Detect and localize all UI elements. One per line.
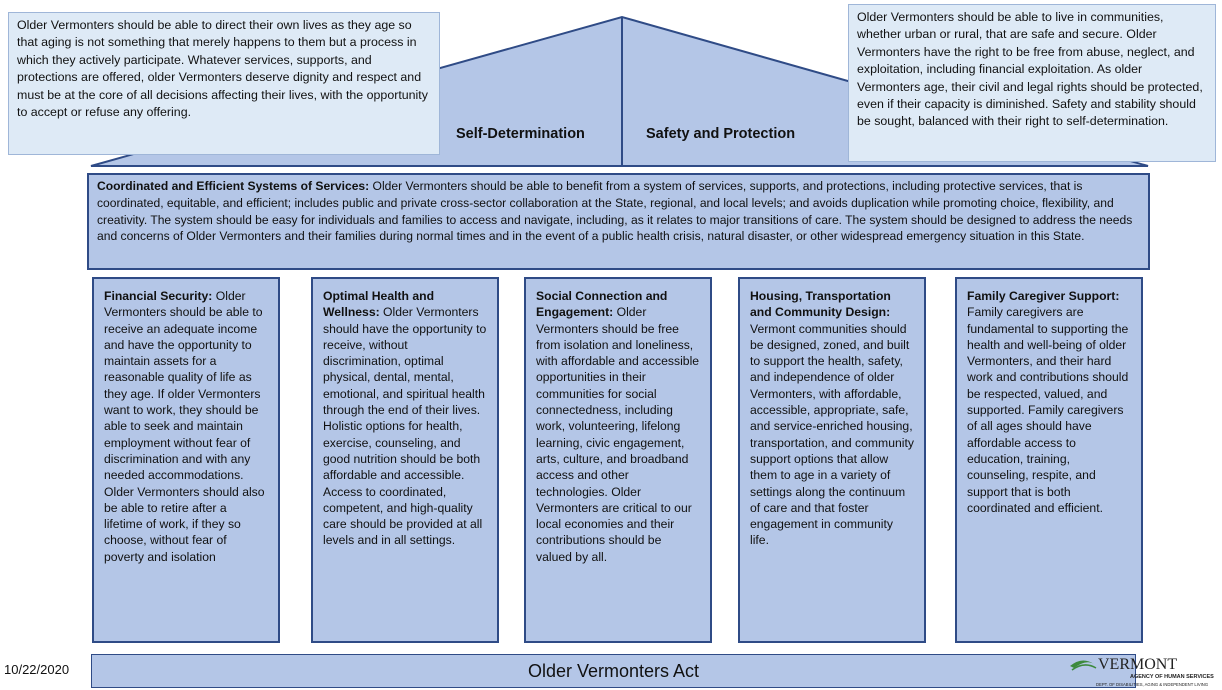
svg-text:VERMONT: VERMONT xyxy=(1098,656,1177,673)
pillar-title: Optimal Health and Wellness: xyxy=(323,289,435,320)
systems-of-services-beam: Coordinated and Efficient Systems of Ser… xyxy=(87,173,1150,270)
pillar-text: Older Vermonters should have the opportu… xyxy=(323,305,487,548)
safety-protection-callout: Older Vermonters should be able to live … xyxy=(848,4,1216,162)
pillar-housing-transportation: Housing, Transportation and Community De… xyxy=(738,277,926,643)
pillar-title: Family Caregiver Support: xyxy=(967,289,1120,303)
safety-protection-label: Safety and Protection xyxy=(646,126,796,142)
self-determination-label: Self-Determination xyxy=(456,126,585,142)
systems-text: Older Vermonters should be able to benef… xyxy=(97,179,1133,244)
pillar-title: Social Connection and Engagement: xyxy=(536,289,668,320)
date-label: 10/22/2020 xyxy=(4,662,70,677)
systems-title: Coordinated and Efficient Systems of Ser… xyxy=(97,179,370,193)
pillar-text: Older Vermonters should be able to recei… xyxy=(104,289,265,564)
pillar-title: Financial Security: xyxy=(104,289,213,303)
pillar-social-connection: Social Connection and Engagement: Older … xyxy=(524,277,712,643)
vermont-ahs-logo: VERMONT AGENCY OF HUMAN SERVICES DEPT. O… xyxy=(1070,656,1214,687)
mountain-logo-icon xyxy=(1070,660,1094,668)
pillar-title: Housing, Transportation and Community De… xyxy=(750,289,891,320)
self-determination-callout: Older Vermonters should be able to direc… xyxy=(8,12,440,155)
pillar-text: Family caregivers are fundamental to sup… xyxy=(967,305,1129,515)
pillar-text: Vermont communities should be designed, … xyxy=(750,321,914,548)
pillar-family-caregiver: Family Caregiver Support: Family caregiv… xyxy=(955,277,1143,643)
svg-text:AGENCY OF HUMAN SERVICES: AGENCY OF HUMAN SERVICES xyxy=(1130,674,1214,680)
pillar-financial-security: Financial Security: Older Vermonters sho… xyxy=(92,277,280,643)
pillar-optimal-health: Optimal Health and Wellness: Older Vermo… xyxy=(311,277,499,643)
svg-text:DEPT. OF DISABILITIES, AGING &: DEPT. OF DISABILITIES, AGING & INDEPENDE… xyxy=(1096,682,1208,687)
foundation-base: Older Vermonters Act xyxy=(91,654,1136,688)
pillar-text: Older Vermonters should be free from iso… xyxy=(536,305,700,564)
